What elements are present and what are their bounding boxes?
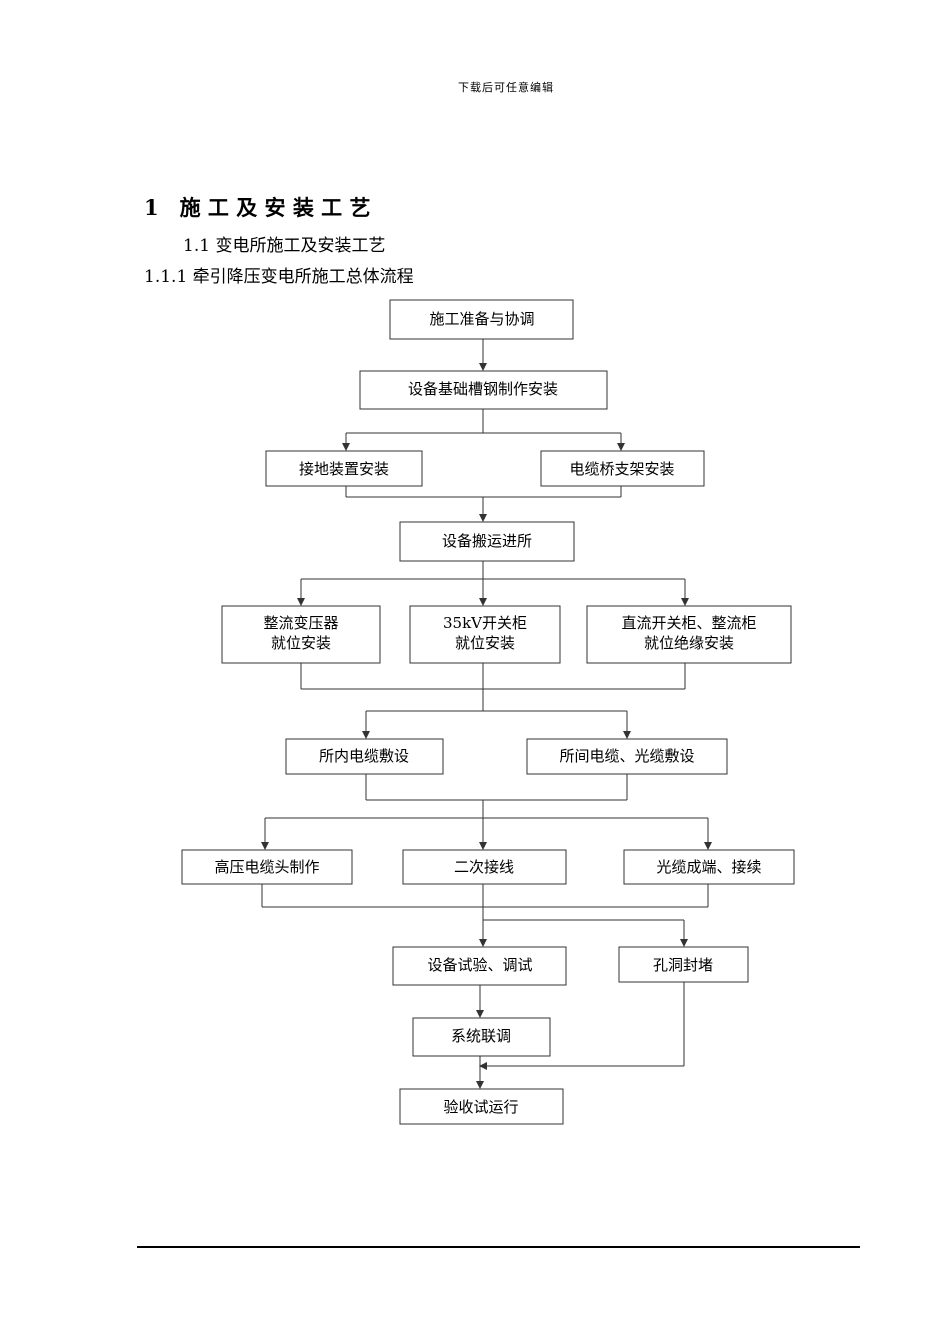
node-label: 35kV开关柜	[443, 614, 527, 632]
subsub-section-title: 1.1.1 牵引降压变电所施工总体流程	[144, 267, 414, 287]
node-label: 系统联调	[451, 1027, 511, 1045]
node-label: 高压电缆头制作	[214, 858, 319, 876]
page-header: 下载后可任意编辑	[458, 81, 554, 94]
node-label: 直流开关柜、整流柜	[621, 614, 756, 632]
node-label: 就位安装	[271, 634, 331, 652]
node-label: 所间电缆、光缆敷设	[559, 747, 694, 765]
node-label: 孔洞封堵	[653, 956, 713, 974]
node-label: 设备试验、调试	[427, 956, 532, 974]
node-system-joint-debug: 系统联调	[412, 1017, 551, 1057]
node-grounding: 接地装置安装	[265, 450, 423, 487]
node-cable-tray: 电缆桥支架安装	[540, 450, 705, 487]
node-label: 设备搬运进所	[442, 532, 532, 550]
node-fiber-termination: 光缆成端、接续	[623, 849, 795, 885]
node-transport: 设备搬运进所	[399, 521, 575, 562]
node-label: 验收试运行	[443, 1098, 518, 1116]
node-label: 所内电缆敷设	[319, 747, 409, 765]
node-acceptance-trial: 验收试运行	[399, 1088, 564, 1125]
node-rectifier-transformer: 整流变压器 就位安装	[221, 605, 381, 664]
node-label: 光缆成端、接续	[656, 858, 761, 876]
node-secondary-wiring: 二次接线	[402, 849, 567, 885]
node-label: 施工准备与协调	[429, 310, 534, 328]
section-title: 1 施 工 及 安 装 工 艺	[144, 195, 371, 220]
node-label: 整流变压器	[263, 614, 338, 632]
flow-connectors	[261, 339, 712, 1089]
node-dc-switchgear: 直流开关柜、整流柜 就位绝缘安装	[586, 605, 792, 664]
node-hv-cable-head: 高压电缆头制作	[181, 849, 353, 885]
node-label: 接地装置安装	[299, 460, 389, 478]
node-label: 设备基础槽钢制作安装	[408, 380, 558, 398]
footer-divider	[137, 1246, 860, 1248]
node-label: 就位安装	[455, 634, 515, 652]
node-channel-steel: 设备基础槽钢制作安装	[359, 370, 608, 410]
node-hole-sealing: 孔洞封堵	[618, 946, 749, 983]
node-label: 就位绝缘安装	[644, 634, 734, 652]
node-label: 二次接线	[454, 858, 514, 876]
sub-section-title: 1.1 变电所施工及安装工艺	[183, 236, 386, 256]
node-prep: 施工准备与协调	[389, 299, 574, 340]
node-label: 电缆桥支架安装	[569, 460, 674, 478]
node-internal-cable: 所内电缆敷设	[285, 738, 444, 775]
node-35kv-switchgear: 35kV开关柜 就位安装	[409, 605, 561, 664]
node-equipment-test: 设备试验、调试	[392, 946, 567, 986]
node-inter-station-cable: 所间电缆、光缆敷设	[526, 738, 728, 775]
